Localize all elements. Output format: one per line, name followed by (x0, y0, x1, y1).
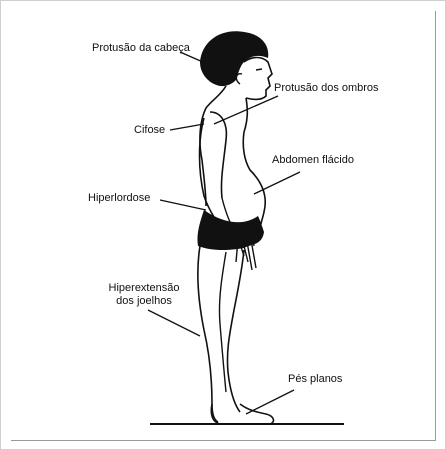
face-outline (244, 58, 272, 100)
label-pes-planos: Pés planos (288, 373, 342, 386)
leg-back (198, 246, 218, 422)
eye (256, 69, 262, 70)
label-cifose: Cifose (134, 124, 165, 137)
label-protusao-cabeca: Protusão da cabeça (92, 42, 190, 55)
label-hiperextensao-line1: Hiperextensão (104, 282, 184, 295)
label-hiperextensao-joelhos: Hiperextensão dos joelhos (104, 282, 184, 308)
arm-upper (210, 112, 226, 198)
hair (200, 31, 268, 86)
leg-front (227, 250, 244, 412)
pointer-joelhos (148, 310, 200, 336)
shorts (197, 210, 264, 250)
label-hiperextensao-line2: dos joelhos (104, 295, 184, 308)
leg-inner (219, 252, 226, 392)
label-protusao-ombros: Protusão dos ombros (274, 82, 379, 95)
label-hiperlordose: Hiperlordose (88, 192, 150, 205)
label-abdomen-flacido: Abdomen flácido (272, 154, 354, 167)
foot (211, 404, 273, 424)
torso-front (243, 98, 265, 234)
ear (236, 74, 242, 84)
pointer-pes (246, 390, 294, 414)
pointer-hiperlordose (160, 200, 206, 210)
pointer-cifose (170, 124, 204, 130)
